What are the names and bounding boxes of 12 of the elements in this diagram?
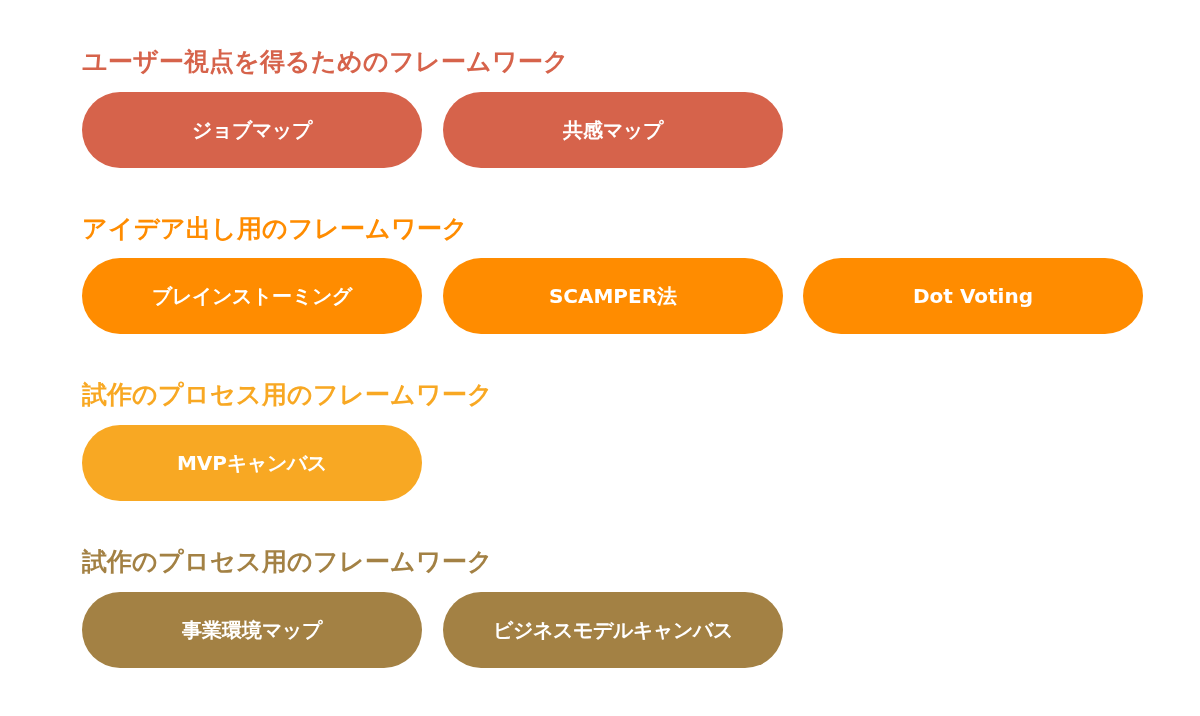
framework-pill: ジョブマップ xyxy=(82,92,422,168)
framework-pill: Dot Voting xyxy=(803,258,1143,334)
framework-pill: 事業環境マップ xyxy=(82,592,422,668)
section-heading: 試作のプロセス用のフレームワーク xyxy=(82,546,493,578)
section-heading: アイデア出し用のフレームワーク xyxy=(82,213,468,245)
framework-pill: ビジネスモデルキャンバス xyxy=(443,592,783,668)
section-heading: ユーザー視点を得るためのフレームワーク xyxy=(82,46,569,78)
section-heading: 試作のプロセス用のフレームワーク xyxy=(82,379,493,411)
framework-pill: SCAMPER法 xyxy=(443,258,783,334)
framework-pill: 共感マップ xyxy=(443,92,783,168)
framework-pill: ブレインストーミング xyxy=(82,258,422,334)
framework-pill: MVPキャンバス xyxy=(82,425,422,501)
